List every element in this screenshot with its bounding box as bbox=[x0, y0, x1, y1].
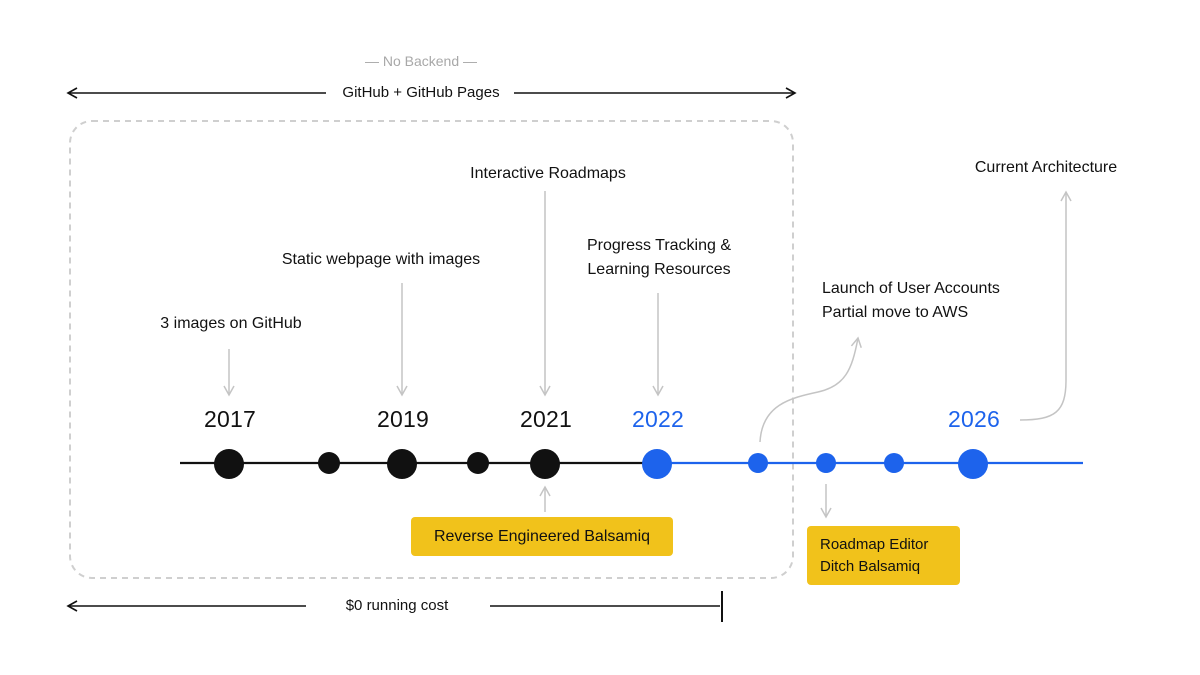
node-2017 bbox=[214, 449, 244, 479]
editor-note-line1: Roadmap Editor bbox=[820, 536, 929, 553]
node-2023 bbox=[748, 453, 768, 473]
accounts-label: Launch of User Accounts Partial move to … bbox=[822, 277, 1000, 325]
current-architecture-label: Current Architecture bbox=[974, 159, 1118, 176]
node-2020 bbox=[467, 452, 489, 474]
accounts-line1: Launch of User Accounts bbox=[822, 280, 1000, 297]
arrow-accounts bbox=[759, 336, 862, 443]
year-2017: 2017 bbox=[204, 406, 256, 432]
editor-note: Roadmap Editor Ditch Balsamiq bbox=[807, 526, 960, 585]
milestone-2021-label: Interactive Roadmaps bbox=[470, 165, 626, 182]
arrow-current bbox=[1019, 190, 1072, 421]
milestone-2017-label: 3 images on GitHub bbox=[160, 315, 302, 332]
milestone-2022-line1: Progress Tracking & bbox=[586, 237, 732, 254]
node-2025 bbox=[884, 453, 904, 473]
node-2019 bbox=[387, 449, 417, 479]
no-backend-region bbox=[69, 120, 794, 579]
year-2022: 2022 bbox=[632, 406, 684, 432]
year-2026: 2026 bbox=[948, 406, 1000, 432]
accounts-line2: Partial move to AWS bbox=[822, 304, 969, 321]
milestone-2022-line2: Learning Resources bbox=[587, 261, 731, 278]
milestone-2022-label: Progress Tracking & Learning Resources bbox=[587, 234, 731, 282]
milestone-2019-label: Static webpage with images bbox=[281, 251, 481, 268]
year-2019: 2019 bbox=[377, 406, 429, 432]
node-2021 bbox=[530, 449, 560, 479]
cost-label: $0 running cost bbox=[345, 597, 449, 614]
node-2026 bbox=[958, 449, 988, 479]
node-2018 bbox=[318, 452, 340, 474]
node-2022 bbox=[642, 449, 672, 479]
no-backend-label: — No Backend — bbox=[364, 53, 478, 69]
hosting-label: GitHub + GitHub Pages bbox=[342, 84, 500, 101]
year-2021: 2021 bbox=[520, 406, 572, 432]
editor-note-line2: Ditch Balsamiq bbox=[820, 558, 921, 575]
balsamiq-note: Reverse Engineered Balsamiq bbox=[411, 517, 673, 556]
node-2024 bbox=[816, 453, 836, 473]
